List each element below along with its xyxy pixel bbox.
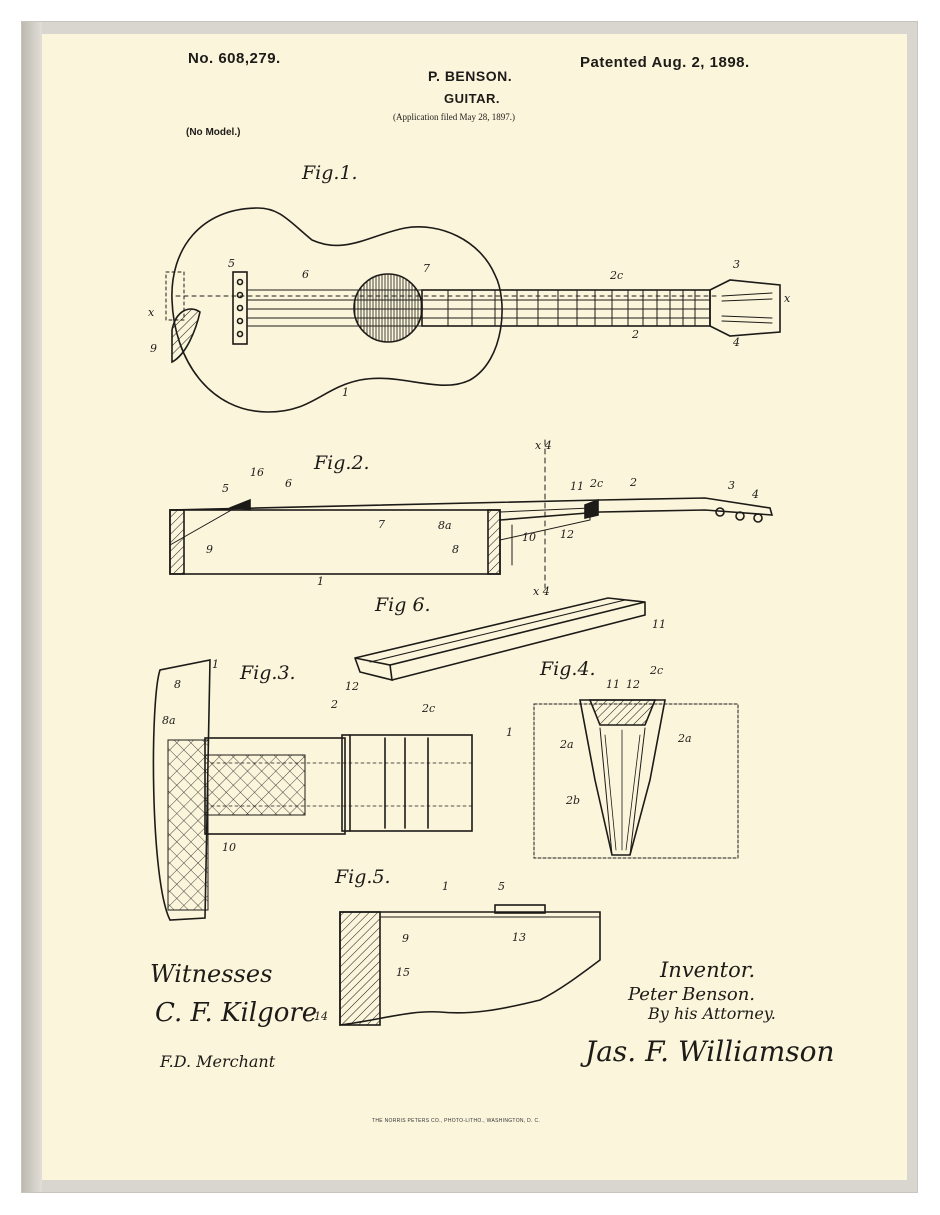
fig1-callout: 4 <box>732 336 740 349</box>
fig4-callout: 2a <box>559 738 574 751</box>
fig2-callout: 6 <box>285 477 292 490</box>
fig4-callout: 2c <box>649 664 663 677</box>
fig4-drawing <box>533 699 739 859</box>
fig4-callout: 2a <box>677 732 692 745</box>
fig6-callout: 11 <box>652 618 666 631</box>
fig3-label: Fig.3. <box>240 662 296 684</box>
fig2-callout: 8 <box>452 543 459 556</box>
fig4-callouts: 11 12 2c 1 2a 2a 2b <box>506 664 692 807</box>
fig1-callout: 5 <box>228 257 235 270</box>
application-filed: (Application filed May 28, 1897.) <box>393 112 515 122</box>
fig6-label: Fig 6. <box>375 594 431 616</box>
fig5-callout: 5 <box>498 880 505 893</box>
fig2-callout: 2c <box>589 477 603 490</box>
fig2-callout: 11 <box>570 480 584 493</box>
fig5-callout: 9 <box>402 932 409 945</box>
fig5-label: Fig.5. <box>335 866 391 888</box>
fig4-callout: 1 <box>506 726 513 739</box>
fig2-label: Fig.2. <box>314 452 370 474</box>
fig3-callout: 2 <box>330 698 338 711</box>
fig3-callout: 8a <box>162 714 176 727</box>
fig1-callout: 1 <box>342 386 349 399</box>
fig2-callout: 9 <box>206 543 213 556</box>
fig6-callouts: 11 12 <box>345 618 666 693</box>
fig1-callout: 6 <box>302 268 309 281</box>
inventor-heading: P. BENSON. <box>428 68 513 84</box>
fig1-callout: 9 <box>150 342 157 355</box>
fig2-drawing <box>169 439 774 589</box>
fig3-callout: 2c <box>421 702 435 715</box>
fig1-callout: 7 <box>423 262 430 275</box>
patent-number: No. 608,279. <box>188 50 281 67</box>
fig5-callout: 14 <box>314 1010 328 1023</box>
fig2-callout: 7 <box>378 518 385 531</box>
fig3-callouts: 8 1 8a 2 2c 10 <box>162 658 435 854</box>
fig1-callout: 2 <box>631 328 639 341</box>
fig2-callout: 8a <box>438 519 452 532</box>
fig1-label: Fig.1. <box>302 162 358 184</box>
fig2-callout: x 4 <box>535 439 552 452</box>
fig2-callout: 10 <box>522 531 536 544</box>
fig6-callout: 12 <box>345 680 359 693</box>
patent-paper <box>42 34 907 1180</box>
fig2-callout: 1 <box>317 575 324 588</box>
fig5-callout: 13 <box>512 931 526 944</box>
patent-date: Patented Aug. 2, 1898. <box>580 54 750 71</box>
fig2-callout: 12 <box>560 528 574 541</box>
fig1-callout: 2c <box>609 269 623 282</box>
fig2-callout: 5 <box>222 482 229 495</box>
fig1-drawing <box>165 207 781 413</box>
fig3-callout: 10 <box>222 841 236 854</box>
fig1-callout: 3 <box>733 258 740 271</box>
fig3-callout: 8 <box>174 678 181 691</box>
fig1-callout: x <box>148 306 155 319</box>
fig2-callout: x 4 <box>533 585 550 598</box>
fig4-callout: 2b <box>565 794 580 807</box>
model-note: (No Model.) <box>186 127 241 138</box>
fig2-callout: 4 <box>751 488 759 501</box>
canvas-frame-edge <box>22 22 42 1192</box>
fig5-callouts: 1 5 9 15 13 14 <box>314 880 526 1023</box>
fig3-callout: 1 <box>212 658 219 671</box>
inventor-signature: Peter Benson. <box>628 984 756 1005</box>
fig5-callout: 15 <box>396 966 410 979</box>
witness-2-signature: F.D. Merchant <box>160 1052 276 1071</box>
fig2-callouts: x 4 16 5 6 7 8a 8 9 10 11 2c 2 12 3 4 1 … <box>206 439 759 598</box>
fig4-callout: 12 <box>626 678 640 691</box>
fig6-drawing <box>354 597 646 682</box>
fig5-drawing <box>339 904 601 1026</box>
witnesses-label: Witnesses <box>150 960 273 988</box>
printer-credit: THE NORRIS PETERS CO., PHOTO-LITHO., WAS… <box>372 1118 541 1124</box>
attorney-label: By his Attorney. <box>648 1004 776 1023</box>
fig1-callouts: 5 6 7 2c 3 x x 9 1 2 4 <box>148 257 791 399</box>
fig2-callout: 2 <box>629 476 637 489</box>
fig5-callout: 1 <box>442 880 449 893</box>
fig4-label: Fig.4. <box>540 658 596 680</box>
attorney-signature: Jas. F. Williamson <box>585 1035 835 1068</box>
witness-1-signature: C. F. Kilgore <box>155 998 318 1028</box>
fig4-callout: 11 <box>606 678 620 691</box>
inventor-label: Inventor. <box>660 958 756 982</box>
fig2-callout: 16 <box>250 466 264 479</box>
fig1-callout: x <box>784 292 791 305</box>
patent-title: GUITAR. <box>444 91 500 106</box>
fig3-drawing <box>152 659 473 921</box>
fig2-callout: 3 <box>728 479 735 492</box>
